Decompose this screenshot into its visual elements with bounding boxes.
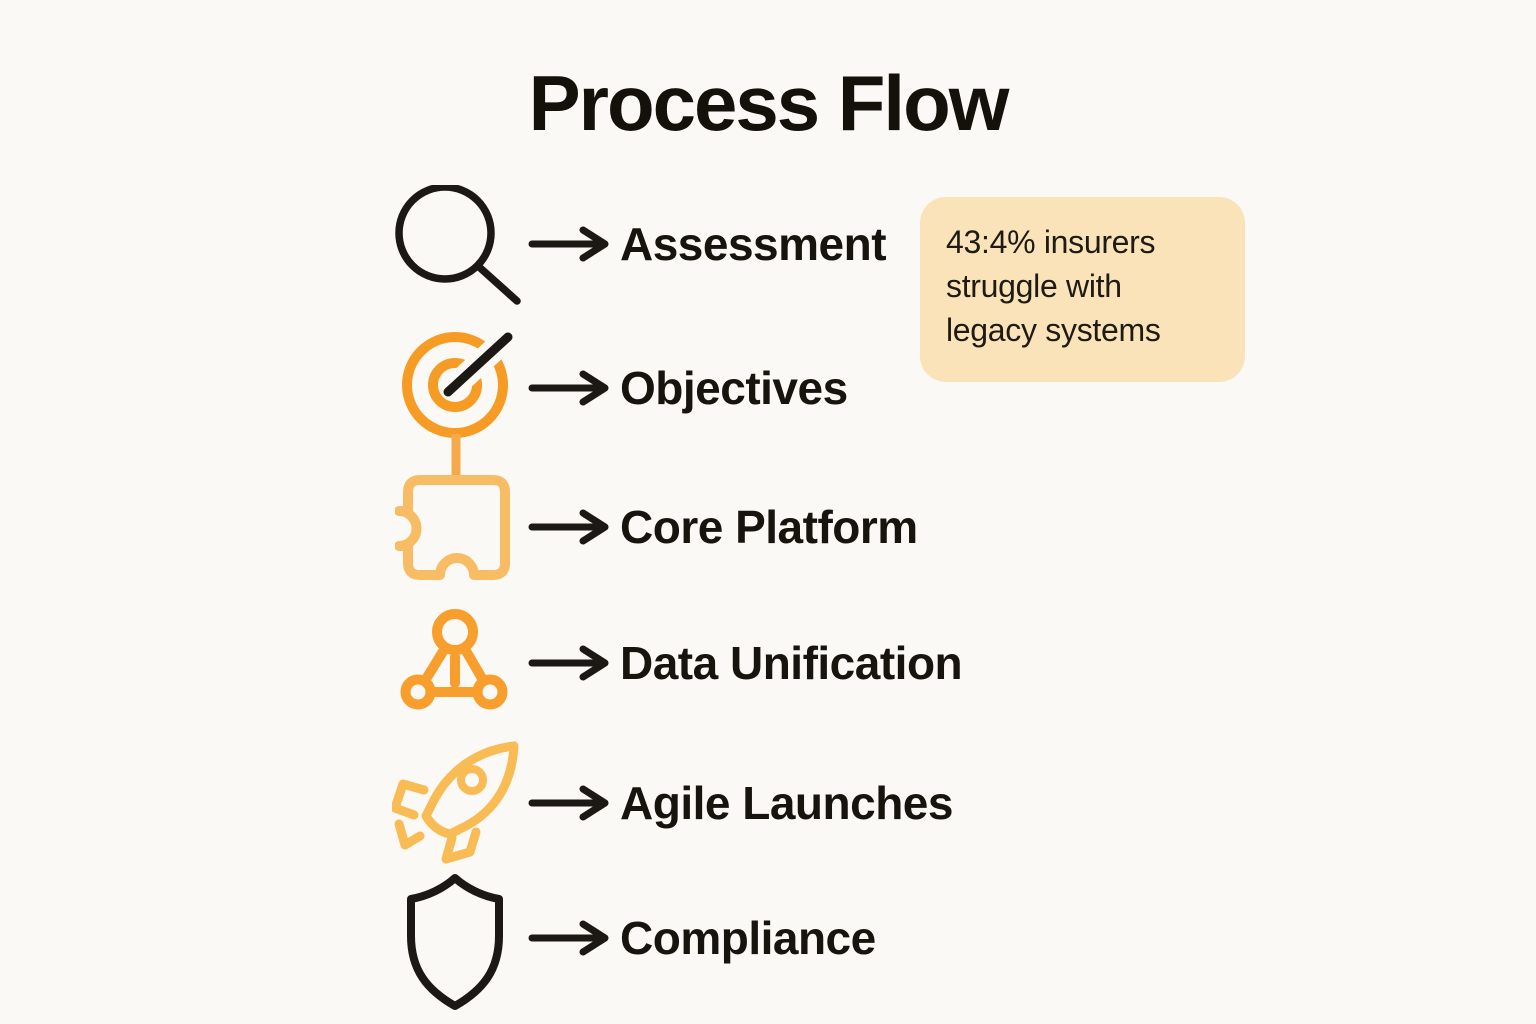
shield-icon — [407, 874, 503, 1010]
arrow-right-icon — [528, 785, 609, 821]
arrow-right-icon — [528, 920, 609, 956]
magnifier-icon — [395, 185, 521, 305]
step-label-data-unification: Data Unification — [620, 637, 963, 689]
arrow-right-icon — [528, 370, 609, 406]
rocket-icon — [392, 741, 519, 864]
arrow-right-icon — [528, 509, 609, 545]
step-label-core-platform: Core Platform — [620, 501, 918, 553]
step-label-compliance: Compliance — [620, 912, 876, 964]
stat-callout-line: legacy systems — [946, 312, 1161, 348]
step-label-assessment: Assessment — [620, 218, 887, 270]
step-label-agile-launches: Agile Launches — [620, 777, 953, 829]
target-icon — [402, 328, 517, 438]
page-title: Process Flow — [528, 59, 1010, 147]
stat-callout-line: 43:4% insurers — [946, 224, 1156, 260]
step-label-objectives: Objectives — [620, 362, 848, 414]
stat-callout: 43:4% insurers struggle with legacy syst… — [920, 197, 1245, 382]
arrow-right-icon — [528, 226, 609, 262]
arrow-right-icon — [528, 645, 609, 681]
puzzle-icon — [395, 434, 510, 580]
stat-callout-line: struggle with — [946, 268, 1122, 304]
network-icon — [400, 609, 508, 710]
